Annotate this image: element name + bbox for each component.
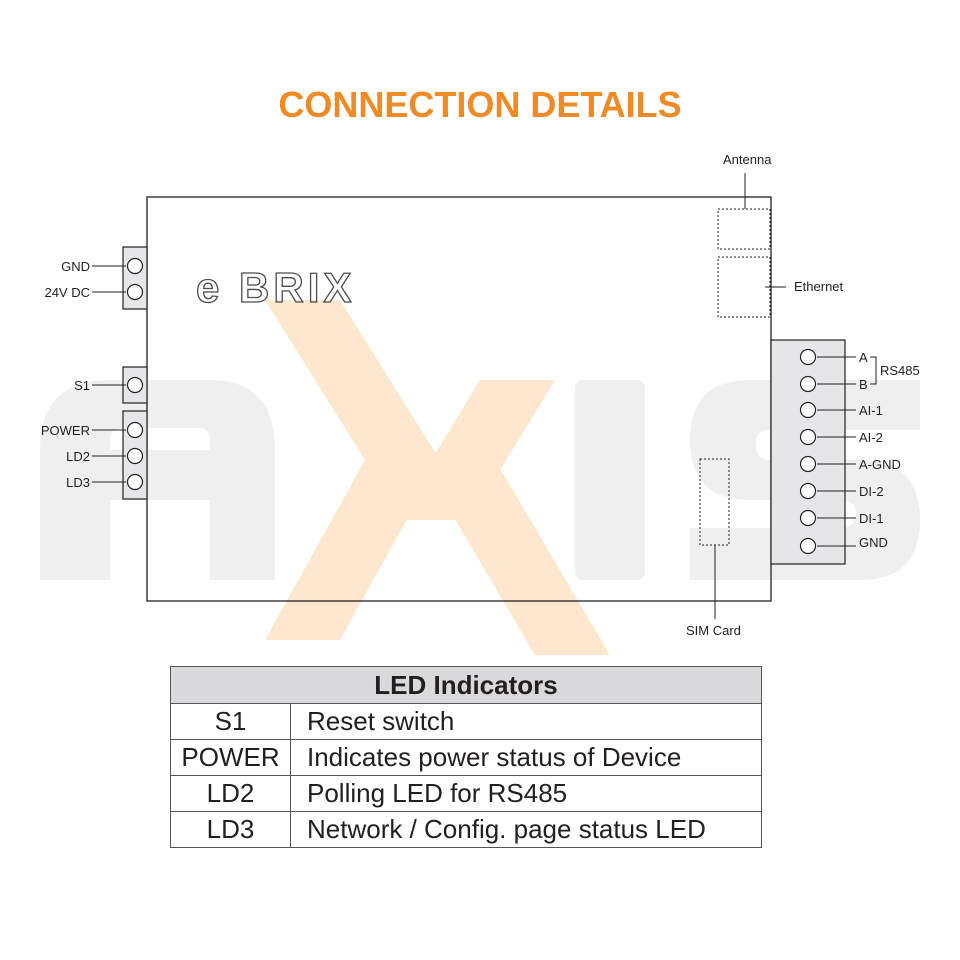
s1-label: S1 (74, 378, 90, 393)
antenna-port (717, 208, 771, 250)
terminal-di2: DI-2 (799, 482, 884, 500)
ld3-led: LD3 (66, 473, 144, 491)
led-name-cell: S1 (170, 703, 291, 740)
terminal-di2-label: DI-2 (859, 484, 884, 499)
terminal-ai1-label: AI-1 (859, 403, 883, 418)
led-name-cell: LD2 (170, 775, 291, 812)
led-name-cell: POWER (170, 739, 291, 776)
antenna-label: Antenna (723, 152, 772, 167)
rs485-bracket (870, 356, 877, 385)
table-row: LD3 Network / Config. page status LED (170, 811, 762, 848)
terminal-gnd: GND (799, 535, 888, 555)
table-header-row: LED Indicators (170, 666, 762, 704)
terminal-a-label: A (859, 350, 868, 365)
power-led: POWER (41, 421, 144, 439)
led-desc-cell: Indicates power status of Device (290, 739, 762, 776)
terminal-gnd-label: GND (859, 535, 888, 550)
terminal-di1-label: DI-1 (859, 511, 884, 526)
gnd-terminal: GND (61, 257, 144, 275)
io-terminal-block (770, 339, 846, 565)
table-header: LED Indicators (170, 666, 762, 704)
led-desc-cell: Reset switch (290, 703, 762, 740)
ethernet-label: Ethernet (794, 279, 844, 294)
led-indicators-table: LED Indicators S1 Reset switch POWER Ind… (170, 666, 762, 848)
terminal-a-gnd: A-GND (799, 455, 901, 473)
gnd-label: GND (61, 259, 90, 274)
s1-switch: S1 (74, 376, 144, 394)
led-desc-cell: Network / Config. page status LED (290, 811, 762, 848)
terminal-b: B (799, 375, 868, 393)
terminal-ai2-label: AI-2 (859, 430, 883, 445)
table-row: LD2 Polling LED for RS485 (170, 775, 762, 812)
page-title: CONNECTION DETAILS (278, 84, 682, 125)
table-row: S1 Reset switch (170, 703, 762, 740)
brand-logo: e BRIX (196, 264, 355, 311)
ld3-label: LD3 (66, 475, 90, 490)
rs485-label: RS485 (880, 363, 920, 378)
ld2-led: LD2 (66, 447, 144, 465)
terminal-ai2: AI-2 (799, 428, 883, 446)
sim-card-label: SIM Card (686, 623, 741, 638)
power-led-label: POWER (41, 423, 90, 438)
terminal-a-gnd-label: A-GND (859, 457, 901, 472)
terminal-di1: DI-1 (799, 509, 884, 527)
table-row: POWER Indicates power status of Device (170, 739, 762, 776)
led-name-cell: LD3 (170, 811, 291, 848)
24v-dc-label: 24V DC (44, 285, 90, 300)
terminal-ai1: AI-1 (799, 401, 883, 419)
24v-dc-terminal: 24V DC (44, 283, 144, 301)
terminal-a: A (799, 348, 868, 366)
ethernet-port (717, 256, 771, 318)
led-desc-cell: Polling LED for RS485 (290, 775, 762, 812)
ld2-label: LD2 (66, 449, 90, 464)
terminal-b-label: B (859, 377, 868, 392)
